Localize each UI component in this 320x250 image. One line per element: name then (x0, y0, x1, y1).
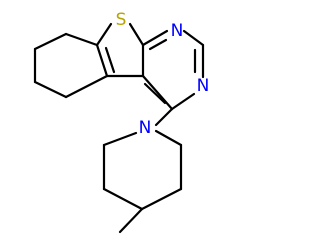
bond-npip-ca (102, 131, 138, 147)
bond-cb-cc (102, 187, 144, 211)
bond-c5-c4ring (33, 80, 68, 99)
sulfur-atom-label: S (116, 10, 127, 30)
nitrogen-atom-label-top: N (171, 21, 184, 41)
nitrogen-atom-label-right: N (197, 76, 210, 96)
bond-ce-npip (154, 129, 183, 147)
bond-s-c8a (128, 22, 145, 47)
bond-c8a-n1 (141, 29, 169, 47)
molecule-structure: S N N N (33, 10, 210, 234)
bond-c8a-n1-double (148, 38, 168, 51)
bond-c4-c4a-double (143, 82, 167, 105)
bond-c7a-c3b (95, 43, 109, 78)
bond-cc-cd (140, 187, 183, 211)
bond-c4ring-c3b (64, 74, 109, 99)
bond-n3-c4 (170, 92, 196, 111)
bond-n1-c2 (182, 29, 205, 47)
bond-cc-methyl (118, 207, 144, 234)
bond-c7a-c7 (64, 32, 99, 47)
molecule-canvas: S N N N (33, 10, 210, 234)
bond-c4-c4a (141, 74, 174, 111)
nitrogen-atom-label-piperidine: N (139, 118, 152, 138)
bond-c4-npip (154, 107, 174, 127)
bond-s-c7a (95, 22, 113, 47)
bond-c7a-c3b-double (104, 46, 116, 74)
bond-c7-c6 (33, 32, 68, 51)
